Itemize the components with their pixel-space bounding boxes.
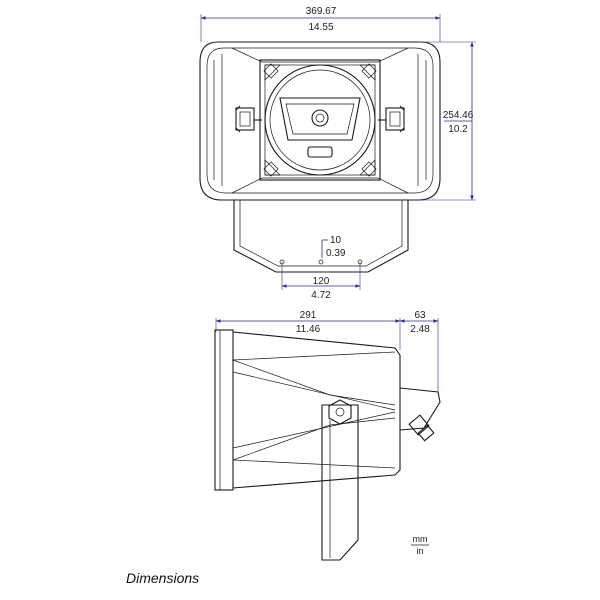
front-height-mm: 254.46 — [443, 110, 474, 121]
right-knob — [378, 105, 405, 133]
front-view — [199, 41, 441, 273]
front-width-mm: 369.67 — [306, 6, 337, 17]
side-bracket-arm — [321, 404, 359, 561]
units-mm: mm — [413, 534, 428, 544]
bracket-offset-mm: 63 — [414, 310, 426, 321]
hole-spacing-in: 4.72 — [311, 290, 331, 301]
hole-spacing-mm: 120 — [313, 276, 330, 287]
cable-gland — [408, 414, 435, 442]
bracket-offset-in: 2.48 — [410, 324, 430, 335]
side-front-rim — [214, 329, 234, 491]
front-housing-inner — [206, 47, 434, 194]
side-horn-body — [232, 331, 401, 489]
driver-frame — [259, 59, 381, 181]
left-knob — [235, 105, 262, 133]
center-plug — [311, 109, 329, 127]
side-view — [214, 329, 441, 561]
side-dimensions — [215, 318, 439, 392]
mount-hole-center — [318, 259, 324, 265]
front-height-in: 10.2 — [448, 124, 468, 135]
hole-diameter-mm: 10 — [330, 235, 342, 246]
side-rear-housing — [399, 387, 441, 431]
hole-diameter-in: 0.39 — [326, 248, 346, 259]
units-in: in — [416, 546, 423, 556]
front-label-slot — [307, 146, 333, 158]
driver-circle — [264, 64, 376, 176]
front-dimensions — [200, 14, 476, 290]
caption: Dimensions — [126, 570, 200, 586]
units-legend: mm in — [411, 534, 429, 556]
side-depth-mm: 291 — [300, 310, 317, 321]
horn-throat — [279, 97, 361, 141]
front-width-in: 14.55 — [308, 22, 333, 33]
side-depth-in: 11.46 — [296, 324, 321, 335]
bracket-bolt-hex — [328, 399, 352, 425]
mounting-bracket-front — [233, 200, 409, 273]
